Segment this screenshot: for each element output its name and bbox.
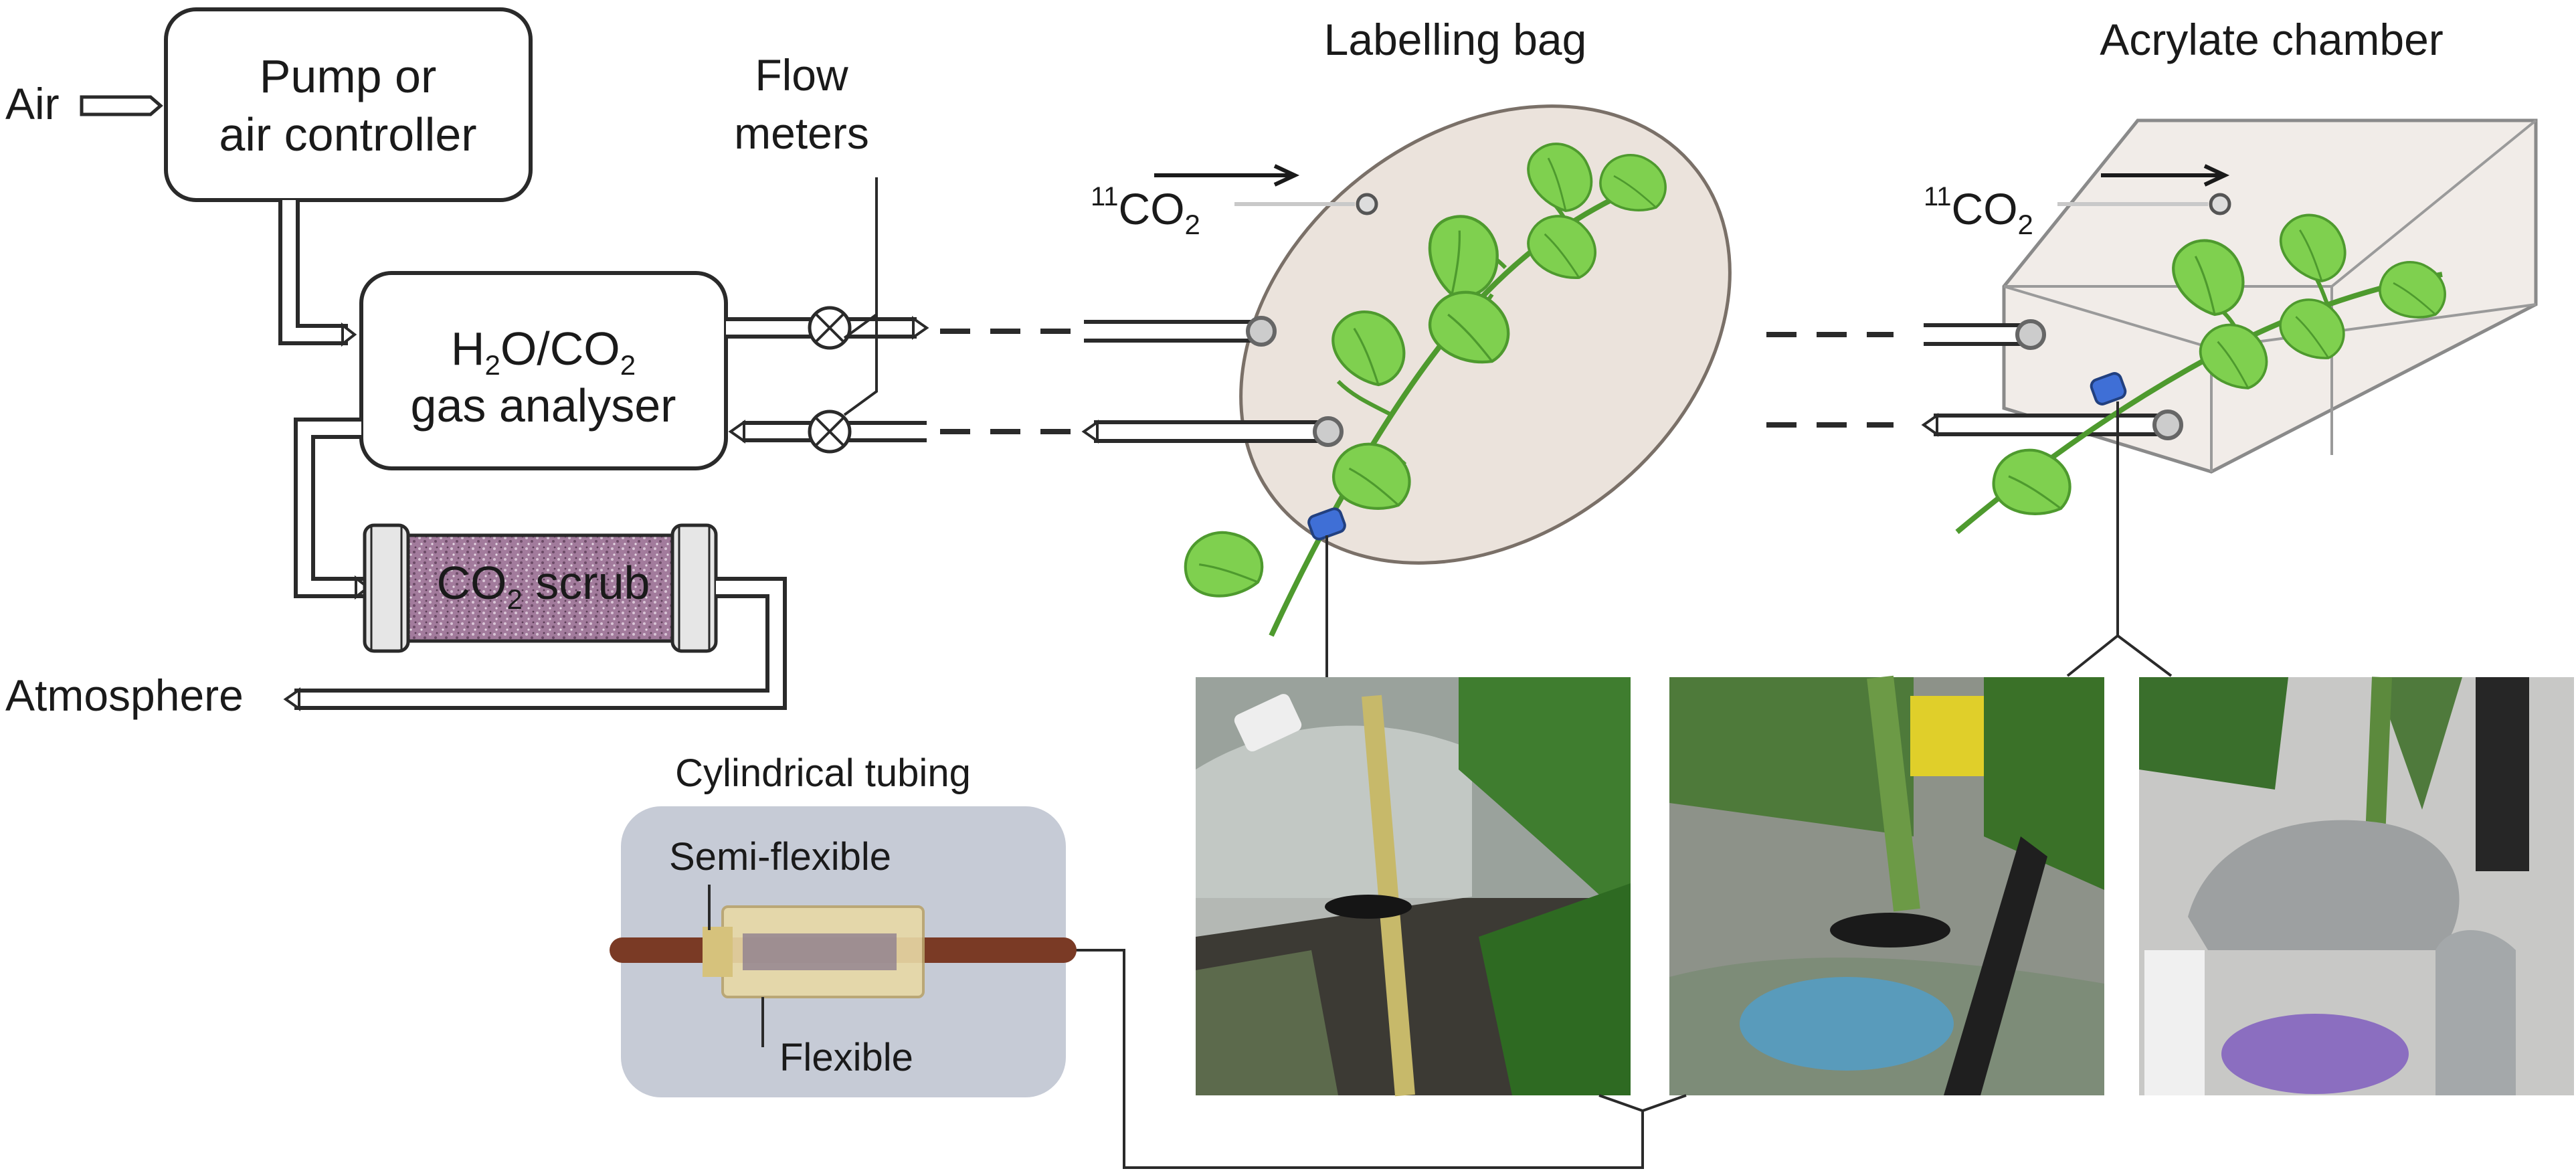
flow-meter-icon	[808, 410, 852, 454]
scrub-label: CO2 scrub	[437, 557, 650, 615]
tube-analyser-to-scrub	[294, 418, 365, 598]
photo-chamber-clay	[2139, 676, 2574, 1095]
tube-connector-icon	[1307, 507, 1346, 541]
pump-box	[164, 7, 533, 202]
flow-meter-leader	[843, 177, 878, 416]
tubing-photo-leader	[1061, 949, 1687, 1169]
semi-flexible-label: Semi-flexible	[669, 835, 891, 879]
acrylate-chamber-title: Acrylate chamber	[2100, 15, 2444, 64]
flow-meter-icon	[808, 306, 852, 350]
atmosphere-label: Atmosphere	[5, 670, 244, 720]
analyser-label-1: H2O/CO2	[451, 323, 636, 381]
chamber-co2-port	[2209, 193, 2231, 215]
cylindrical-tubing-title: Cylindrical tubing	[675, 751, 971, 795]
labelling-bag-title: Labelling bag	[1324, 15, 1587, 64]
flexible-label: Flexible	[779, 1036, 913, 1079]
acrylate-chamber	[2002, 118, 2538, 474]
air-label: Air	[5, 79, 60, 128]
gas-analyser-box	[359, 271, 728, 470]
bag-co2-label: 11CO2	[1091, 182, 1200, 240]
flow-label-1: Flow	[755, 50, 848, 100]
pump-label-1: Pump or	[260, 50, 437, 102]
pump-label-2: air controller	[219, 108, 476, 161]
photo-bag-seal	[1196, 677, 1631, 1097]
bag-plant	[1174, 139, 1678, 637]
tube-pump-to-analyser	[278, 200, 348, 345]
chamber-co2-label: 11CO2	[1924, 182, 2033, 240]
air-inlet-arrow-icon	[80, 95, 163, 116]
chamber-co2-arrow-icon	[2101, 164, 2230, 187]
bag-co2-port	[1356, 193, 1378, 215]
co2-scrub-cylinder	[363, 523, 718, 653]
chamber-photo-leader	[2066, 401, 2173, 677]
cylindrical-tubing-photo	[610, 806, 1077, 1097]
photo-chamber-seal	[1669, 675, 2104, 1095]
flow-label-2: meters	[734, 108, 869, 158]
chamber-plant	[1955, 208, 2458, 535]
leaf-icon	[1174, 518, 1273, 615]
bag-co2-arrow-icon	[1154, 164, 1300, 187]
analyser-label-2: gas analyser	[411, 379, 676, 432]
tube-connector-icon	[2090, 372, 2127, 405]
